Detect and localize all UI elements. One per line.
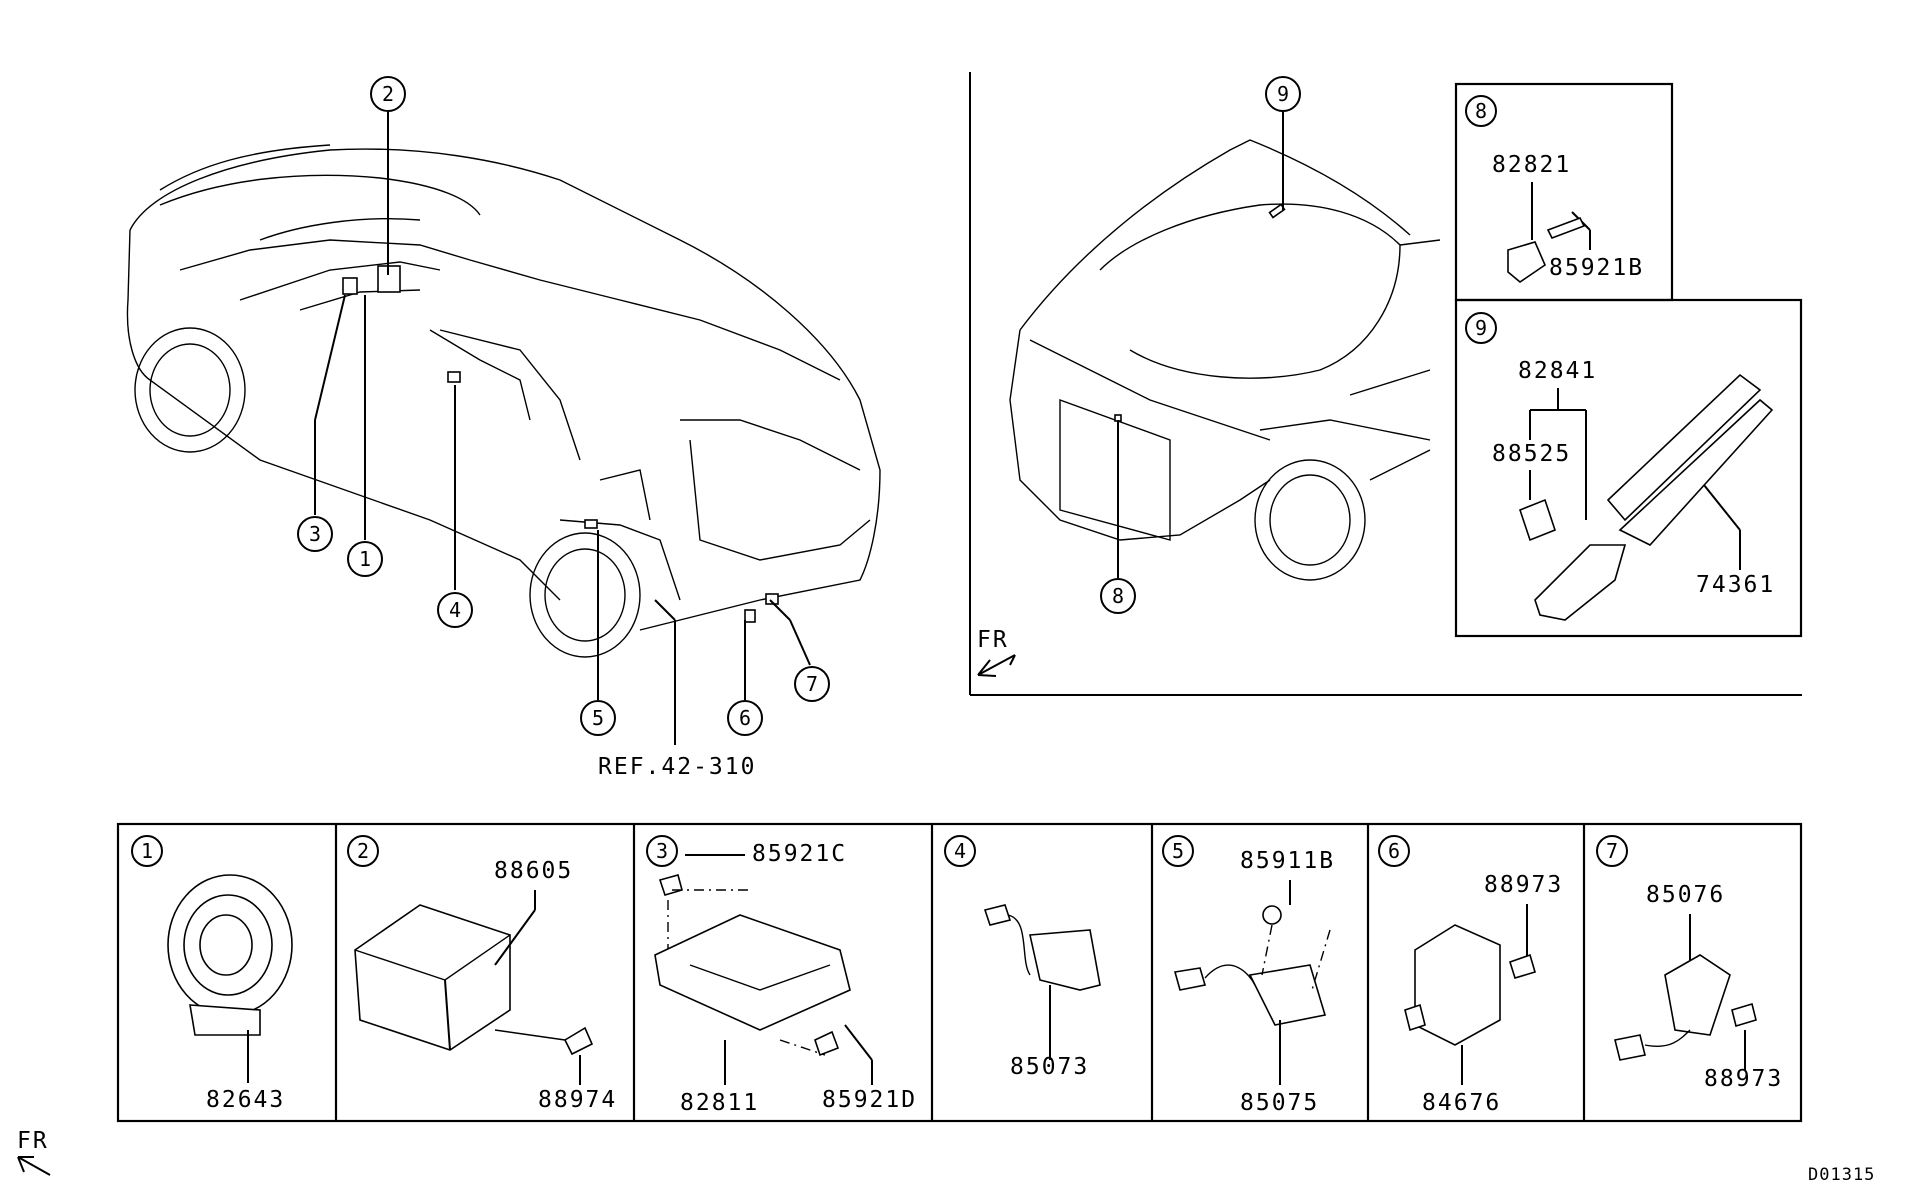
panel-5: 5 85911B 85075: [1162, 835, 1335, 1116]
callout-4-number: 4: [449, 598, 461, 622]
front-view-leaders: [1117, 112, 1284, 578]
callout-1-number: 1: [359, 547, 371, 571]
panel-7: 7 85076 88973: [1596, 835, 1783, 1092]
main-view-leaders: [314, 112, 811, 745]
panel-2-number: 2: [357, 839, 369, 863]
front-view-frame: [969, 72, 1802, 696]
callout-5: 5: [580, 700, 616, 736]
part-88973-a: 88973: [1484, 872, 1563, 898]
panel-3-number: 3: [656, 839, 668, 863]
fr-arrow-icon: [977, 654, 1016, 677]
part-85921B: 85921B: [1549, 255, 1644, 281]
callout-2: 2: [370, 76, 406, 112]
callout-3: 3: [297, 516, 333, 552]
bottom-panels-frame: [116, 822, 1803, 1123]
part-82841: 82841: [1518, 358, 1597, 384]
panel-4: 4 85073: [944, 835, 1101, 1080]
part-85075: 85075: [1240, 1090, 1319, 1116]
part-88605: 88605: [494, 858, 573, 884]
part-74361: 74361: [1696, 572, 1775, 598]
part-88973-b: 88973: [1704, 1066, 1783, 1092]
ref-label: REF.42-310: [598, 754, 756, 780]
panel-4-number: 4: [954, 839, 966, 863]
footer-fr-arrow-icon: [17, 1156, 51, 1176]
panel-5-number: 5: [1172, 839, 1184, 863]
panel-2: 2 88605 88974: [347, 835, 617, 1113]
callout-7: 7: [794, 666, 830, 702]
part-85073: 85073: [1010, 1054, 1089, 1080]
part-85911B: 85911B: [1240, 848, 1335, 874]
footer-fr-label: FR: [17, 1128, 49, 1154]
part-84676: 84676: [1422, 1090, 1501, 1116]
callout-2-number: 2: [382, 82, 394, 106]
part-82643: 82643: [206, 1087, 285, 1113]
panel-6: 6 88973 84676: [1378, 835, 1563, 1116]
panel-7-number: 7: [1606, 839, 1618, 863]
callout-8-front-number: 8: [1112, 584, 1124, 608]
detail-box-8-number: 8: [1475, 99, 1487, 123]
callout-7-number: 7: [806, 672, 818, 696]
callout-8-front: 8: [1100, 578, 1136, 614]
callout-3-number: 3: [309, 522, 321, 546]
part-85921C: 85921C: [752, 841, 847, 867]
part-85076: 85076: [1646, 882, 1725, 908]
detail-box-8: 8 82821 85921B: [1454, 82, 1674, 302]
callout-9-front: 9: [1265, 76, 1301, 112]
detail-box-9-number: 9: [1475, 316, 1487, 340]
callout-5-number: 5: [592, 706, 604, 730]
part-82811: 82811: [680, 1090, 759, 1116]
part-88974: 88974: [538, 1087, 617, 1113]
callout-6: 6: [727, 700, 763, 736]
callout-9-front-number: 9: [1277, 82, 1289, 106]
callout-1: 1: [347, 541, 383, 577]
detail-box-9: 9 82841 88525 74361: [1454, 298, 1803, 638]
part-88525: 88525: [1492, 441, 1571, 467]
front-vehicle-drawing: [1009, 139, 1441, 581]
panel-3: 3 85921C 82811 85921D: [646, 835, 917, 1116]
panel-1-number: 1: [141, 839, 153, 863]
part-82821: 82821: [1492, 152, 1571, 178]
callout-6-number: 6: [739, 706, 751, 730]
callout-4: 4: [437, 592, 473, 628]
diagram-code: D01315: [1808, 1165, 1875, 1185]
panel-1: 1 82643: [131, 835, 293, 1113]
front-view-fr-label: FR: [977, 627, 1009, 653]
panel-6-number: 6: [1388, 839, 1400, 863]
main-vehicle-drawing: [126, 144, 881, 658]
part-85921D: 85921D: [822, 1087, 917, 1113]
